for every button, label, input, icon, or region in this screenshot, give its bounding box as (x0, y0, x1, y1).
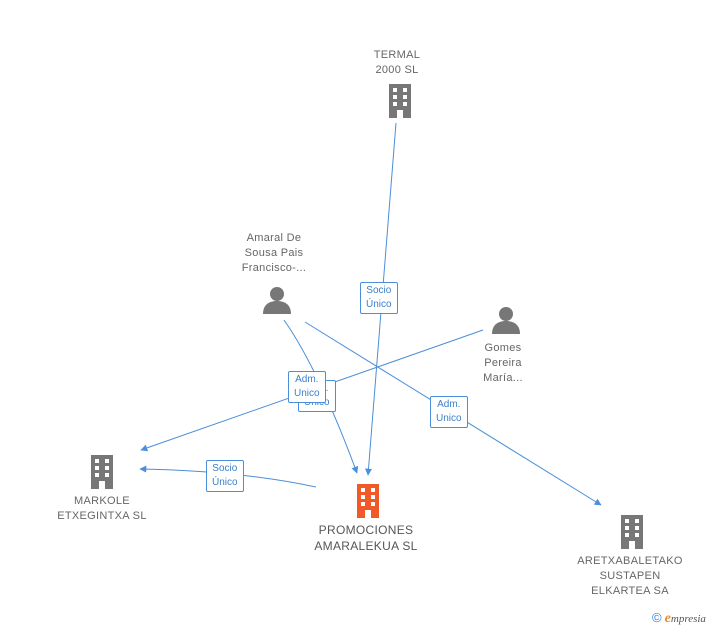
building-icon-center (357, 484, 379, 518)
label-line: SUSTAPEN (599, 570, 661, 582)
edge-label-line: Socio (366, 285, 392, 296)
label-line: Amaral De (246, 232, 302, 244)
edge-label-termal-socio[interactable]: Socio Único (360, 282, 398, 314)
label-line: Gomes (484, 342, 522, 354)
person-icon (263, 287, 291, 314)
building-icon (389, 84, 411, 118)
person-icon (492, 307, 520, 334)
edge-label-line: Unico (294, 388, 320, 399)
label-line: ELKARTEA SA (591, 585, 669, 597)
edge-label-line: Único (212, 477, 238, 488)
label-line: Sousa Pais (244, 247, 304, 259)
edge-label-line: Unico (436, 413, 462, 424)
label-line: ARETXABALETAKO (577, 555, 683, 567)
node-label-gomes[interactable]: Gomes Pereira María... (463, 341, 543, 386)
building-icon (91, 455, 113, 489)
footer-brand[interactable]: © empresia (652, 610, 706, 627)
label-line: ETXEGINTXA SL (57, 510, 147, 522)
edge-label-amaral-adm[interactable]: Adm. Unico (288, 371, 326, 403)
label-line: Pereira (484, 357, 522, 369)
edge-label-line: Adm. (437, 399, 461, 410)
node-label-aretxabaletako[interactable]: ARETXABALETAKO SUSTAPEN ELKARTEA SA (570, 554, 690, 599)
node-label-promociones[interactable]: PROMOCIONES AMARALEKUA SL (298, 522, 434, 554)
edge-label-markole-socio[interactable]: Socio Único (206, 460, 244, 492)
label-line: PROMOCIONES (318, 523, 414, 537)
node-label-termal[interactable]: TERMAL 2000 SL (357, 48, 437, 78)
label-line: TERMAL (373, 49, 421, 61)
edge-label-line: Socio (212, 463, 238, 474)
edge-label-line: Adm. (295, 374, 319, 385)
copyright-icon: © (652, 610, 662, 625)
label-line: Francisco-... (241, 262, 307, 274)
label-line: AMARALEKUA SL (314, 539, 418, 553)
label-line: 2000 SL (375, 64, 419, 76)
node-label-markole[interactable]: MARKOLE ETXEGINTXA SL (42, 494, 162, 524)
edge-label-line: Único (366, 299, 392, 310)
brand-logo-e: e (664, 611, 671, 626)
edge-label-gomes-adm[interactable]: Adm. Unico (430, 396, 468, 428)
node-label-amaral[interactable]: Amaral De Sousa Pais Francisco-... (224, 231, 324, 276)
brand-name: mpresia (670, 613, 706, 625)
building-icon (621, 515, 643, 549)
label-line: María... (483, 372, 523, 384)
label-line: MARKOLE (74, 495, 130, 507)
